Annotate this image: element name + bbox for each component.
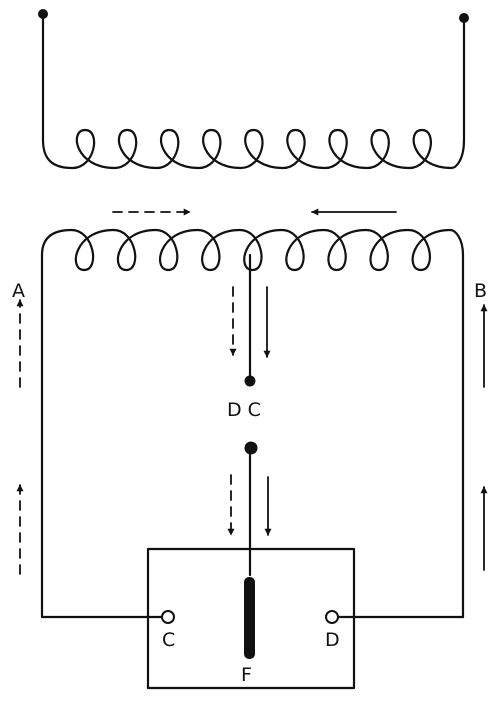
filament-bar [244, 577, 255, 659]
solid-arrows [263, 208, 488, 571]
filament-top-terminal [244, 441, 258, 455]
terminal-d [325, 610, 339, 624]
secondary-coil-loops [40, 228, 465, 272]
lamp-circuit [40, 447, 465, 690]
label-a: A [12, 280, 25, 302]
primary-left-terminal [38, 9, 48, 19]
label-b: B [474, 280, 487, 302]
dashed-arrows [16, 208, 237, 575]
primary-coil [41, 14, 466, 170]
primary-right-terminal [459, 13, 469, 23]
label-dc: D C [227, 399, 261, 421]
terminal-c [161, 610, 175, 624]
label-c: C [162, 629, 175, 651]
primary-coil-loops [41, 128, 466, 170]
label-f: F [241, 664, 252, 686]
secondary-coil [40, 228, 465, 619]
center-tap-terminal [244, 375, 256, 387]
label-d: D [325, 629, 340, 651]
